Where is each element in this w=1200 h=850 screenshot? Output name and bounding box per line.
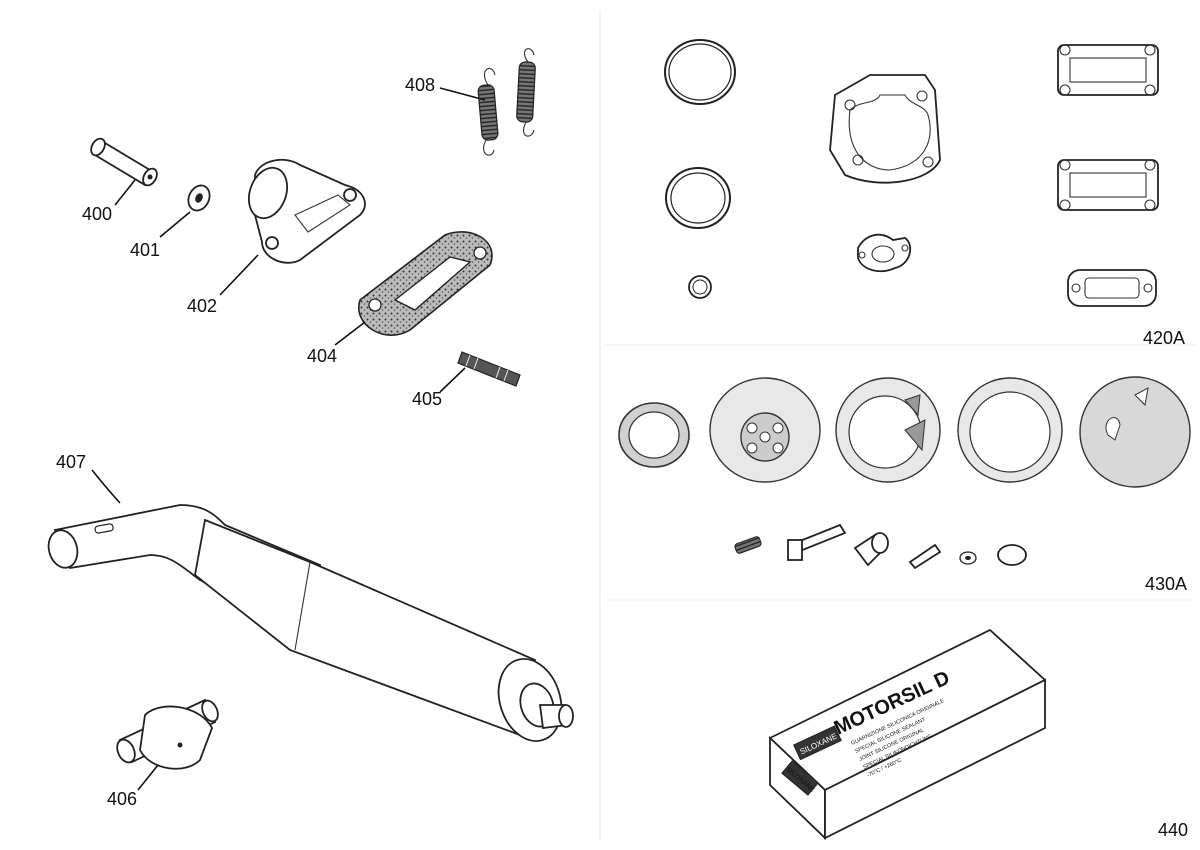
label-400: 400: [82, 204, 112, 224]
leader-407: [91, 469, 121, 504]
label-406: 406: [107, 789, 137, 809]
leader-404: [334, 321, 366, 346]
leader-402: [219, 254, 259, 296]
label-440: 440: [1158, 820, 1188, 840]
label-402: 402: [187, 296, 217, 316]
label-401: 401: [130, 240, 160, 260]
part-430A-carb-kit: [618, 376, 1191, 570]
label-408: 408: [405, 75, 435, 95]
label-404: 404: [307, 346, 337, 366]
leader-401: [159, 211, 191, 238]
part-401-washer: [187, 184, 211, 212]
part-402-manifold: [247, 158, 366, 264]
leader-400: [114, 179, 136, 206]
part-406-coupling: [116, 698, 219, 770]
label-430A: 430A: [1145, 574, 1187, 594]
leader-408: [439, 87, 486, 101]
part-405-stud: [457, 351, 521, 387]
leader-405: [439, 367, 466, 393]
leader-406: [137, 764, 159, 791]
label-407: 407: [56, 452, 86, 472]
part-407-exhaust: [47, 504, 574, 742]
label-420A: 420A: [1143, 328, 1185, 348]
part-408-springs: [477, 48, 536, 156]
label-405: 405: [412, 389, 442, 409]
part-400-pin: [90, 137, 158, 187]
part-440-sealant-box: SILOXANE SILOXANE MOTORSIL D GUARNIZIONE…: [768, 628, 1047, 841]
part-420A-gasket-kit: [664, 39, 1159, 307]
part-404-gasket: [357, 231, 493, 336]
